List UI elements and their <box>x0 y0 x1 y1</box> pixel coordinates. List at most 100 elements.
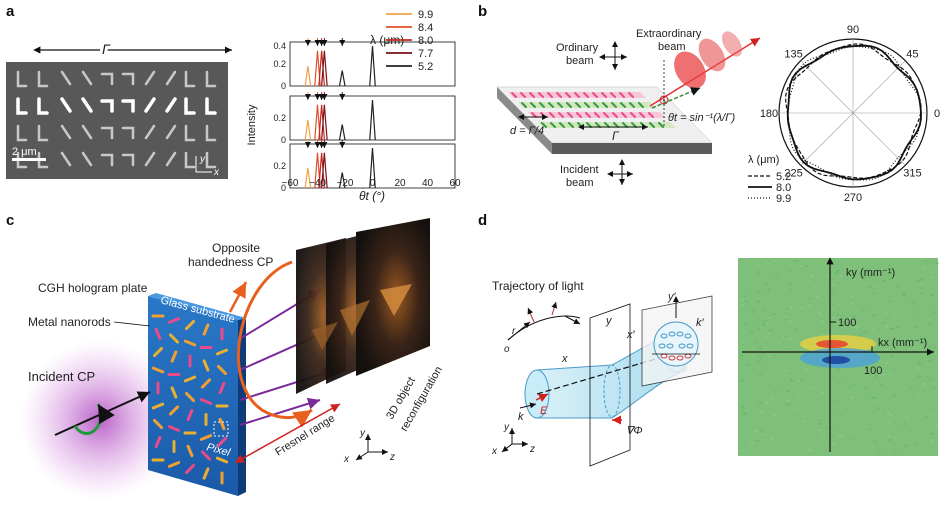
k-noise <box>920 292 924 294</box>
slab-nanorod <box>558 112 564 118</box>
polar-tick-label: 180 <box>760 108 778 120</box>
k-noise <box>790 379 794 381</box>
k-noise <box>763 346 767 348</box>
vortex-dot <box>668 331 676 337</box>
k-noise <box>888 278 892 281</box>
k-noise <box>758 374 762 376</box>
theta-xtick: 20 <box>394 178 406 189</box>
k-noise <box>826 277 830 279</box>
vortex-dot <box>678 343 686 349</box>
k-noise <box>821 334 825 336</box>
slab-nanorod <box>639 112 645 118</box>
k-noise <box>873 397 877 399</box>
intensity-ytick: 0.2 <box>273 161 286 171</box>
k-noise <box>890 355 894 358</box>
k-noise <box>926 260 930 262</box>
intensity-subplot-frame <box>289 41 456 87</box>
k-noise <box>894 397 898 399</box>
k-noise <box>758 383 762 386</box>
grad-phi-label: ∇Φ <box>626 425 643 437</box>
sem-axis-y: y <box>199 154 206 165</box>
slab-nanorod <box>548 102 554 108</box>
k-noise <box>836 368 840 371</box>
slab-nanorod <box>530 102 536 108</box>
intensity-ytick: 0 <box>281 81 286 91</box>
k-noise <box>755 439 759 442</box>
k-noise <box>757 346 761 349</box>
k-noise <box>795 260 799 262</box>
k-noise <box>914 326 918 329</box>
k-noise <box>848 386 852 388</box>
intensity-ytick: 0 <box>281 183 286 193</box>
k-noise <box>774 390 778 393</box>
k-noise <box>740 380 744 382</box>
k-noise <box>759 429 763 431</box>
theta-xtick: −60 <box>282 178 299 189</box>
k-noise <box>833 400 837 403</box>
k-noise <box>768 288 772 290</box>
k-noise <box>830 290 834 292</box>
k-noise <box>793 408 796 411</box>
slab-nanorod <box>658 122 664 128</box>
plate-nanorod <box>218 417 226 431</box>
k-noise <box>751 309 755 312</box>
k-noise <box>917 394 921 396</box>
legend-entry: 9.9 <box>418 9 433 21</box>
slab-nanorod <box>539 102 545 108</box>
diffraction-peak <box>318 104 325 141</box>
k-noise <box>889 328 893 330</box>
k-noise <box>831 284 835 286</box>
k-noise <box>869 428 873 431</box>
k-noise <box>851 301 855 304</box>
k-noise <box>846 391 850 393</box>
k-noise <box>918 363 922 365</box>
plate-nanorod <box>184 463 196 475</box>
diffraction-peak <box>338 172 346 189</box>
k-noise <box>889 300 892 302</box>
k-noise <box>762 323 766 326</box>
k-noise <box>902 292 906 295</box>
panel-label-d: d <box>478 212 487 229</box>
vortex-dot <box>666 343 674 349</box>
diffraction-peak <box>321 50 328 87</box>
k-noise <box>929 439 933 442</box>
refracted-beam <box>651 87 701 109</box>
vortex-dot <box>658 343 666 349</box>
k-noise <box>810 275 814 277</box>
theta-xtick: 40 <box>422 178 434 189</box>
x-label-d: x <box>561 353 568 365</box>
k-noise <box>817 429 821 432</box>
k-noise <box>887 422 890 424</box>
k-noise <box>927 323 931 325</box>
k-noise <box>758 356 762 358</box>
k-noise <box>766 291 770 294</box>
k-noise <box>882 322 886 324</box>
intensity-ylabel: Intensity <box>246 104 258 145</box>
k-noise <box>902 294 906 297</box>
polar-tick-label: 225 <box>784 167 802 179</box>
k-noise <box>916 280 920 282</box>
slab-nanorod <box>629 102 635 108</box>
k-noise <box>892 394 896 396</box>
opposite-handedness-arrow <box>228 281 248 313</box>
plate-nanorod <box>170 386 178 399</box>
k-noise <box>816 295 820 298</box>
slab-nanorod <box>621 112 627 118</box>
nanorods-leader <box>113 321 151 327</box>
polar-legend-entry: 9.9 <box>776 193 791 205</box>
k-noise <box>767 333 771 335</box>
period-label: Γ <box>102 41 111 57</box>
plate-nanorod <box>152 346 164 358</box>
pixel-box <box>213 421 229 437</box>
slab-nanorod <box>583 92 589 98</box>
vortex-dot <box>660 333 668 339</box>
zero-order-peak <box>369 99 376 141</box>
theta-xlabel: θt (°) <box>359 189 385 203</box>
origin-label: o <box>504 344 510 355</box>
k-noise <box>740 354 743 356</box>
k-noise <box>930 276 934 278</box>
plate-nanorod <box>168 333 180 344</box>
k-noise <box>911 302 915 304</box>
axis-d-y: y <box>503 422 510 433</box>
